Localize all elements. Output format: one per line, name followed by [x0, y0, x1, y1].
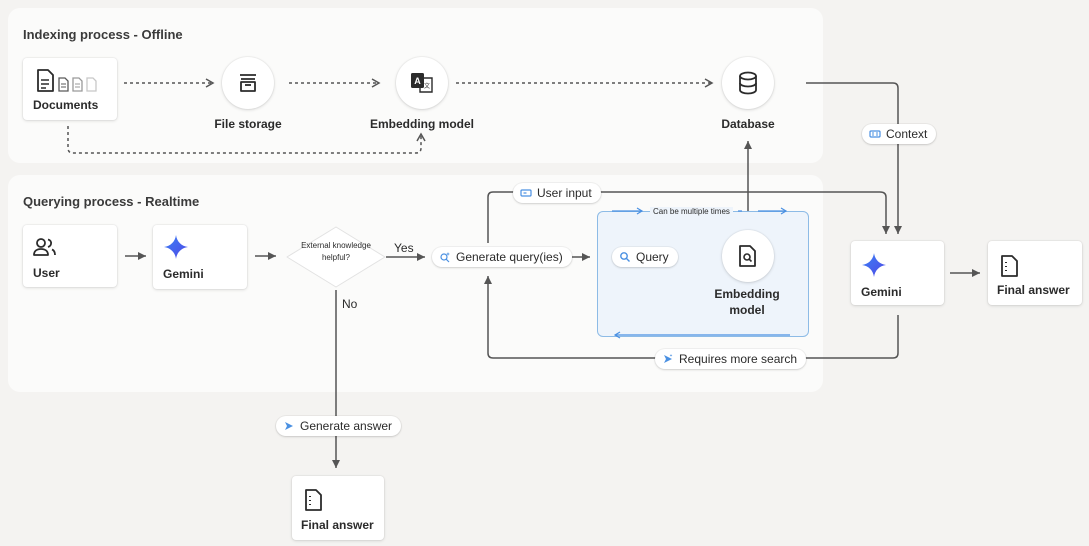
document-search-icon — [739, 245, 756, 267]
send-icon — [285, 422, 293, 430]
gemini-sparkle-icon — [164, 235, 188, 259]
embedding-model-node: A 文 — [396, 57, 448, 109]
database-label: Database — [721, 117, 775, 131]
indexing-title: Indexing process - Offline — [23, 27, 183, 42]
final-answer-icon — [1001, 255, 1018, 277]
svg-text:文: 文 — [424, 82, 430, 90]
file-storage-node — [222, 57, 274, 109]
query-label: Query — [636, 250, 669, 264]
generate-queries-label: Generate query(ies) — [456, 250, 563, 264]
final-answer-bottom-card: Final answer — [292, 476, 384, 540]
query-sparkle-icon — [440, 252, 450, 263]
generate-answer-pill: Generate answer — [276, 416, 402, 436]
decision-diamond — [286, 226, 386, 288]
embedding-model-loop-label-line1: Embedding — [714, 287, 780, 301]
context-label: Context — [886, 127, 928, 141]
user-label: User — [33, 266, 60, 280]
final-answer-right-label: Final answer — [997, 283, 1070, 297]
gemini-right-label: Gemini — [861, 285, 902, 299]
file-storage-label: File storage — [214, 117, 282, 131]
documents-label: Documents — [33, 98, 99, 112]
user-input-icon — [520, 189, 532, 197]
storage-box-icon — [240, 74, 256, 92]
multi-search-loop-box — [597, 211, 809, 337]
gemini-card: Gemini — [153, 225, 247, 289]
svg-text:A: A — [414, 76, 421, 86]
generate-queries-pill: Generate query(ies) — [432, 247, 572, 267]
documents-card: Documents — [23, 58, 117, 120]
search-icon — [620, 252, 630, 262]
decision-text: External knowledge helpful? — [301, 241, 371, 262]
embedding-model-label: Embedding model — [369, 117, 475, 131]
gemini-sparkle-icon — [862, 253, 886, 277]
document-icon — [37, 69, 97, 92]
users-icon — [33, 238, 56, 256]
context-icon — [869, 130, 881, 138]
no-label: No — [342, 297, 358, 311]
query-pill: Query — [612, 247, 678, 267]
database-node — [722, 57, 774, 109]
gemini-label: Gemini — [163, 267, 204, 281]
generate-answer-label: Generate answer — [300, 419, 393, 433]
user-input-pill: User input — [513, 183, 601, 203]
translate-icon: A 文 — [411, 73, 433, 93]
loop-label: Can be multiple times — [650, 207, 733, 216]
database-icon — [739, 71, 757, 95]
yes-label: Yes — [394, 241, 414, 255]
user-card: User — [23, 225, 117, 287]
send-icon — [664, 354, 673, 363]
querying-title: Querying process - Realtime — [23, 194, 200, 209]
embedding-model-loop-label-line2: model — [729, 303, 765, 317]
gemini-right-card: Gemini — [851, 241, 944, 305]
final-answer-bottom-label: Final answer — [301, 518, 374, 532]
user-input-label: User input — [537, 186, 592, 200]
embedding-model-loop-node — [722, 230, 774, 282]
final-answer-right-card: Final answer — [988, 241, 1082, 305]
context-pill: Context — [862, 124, 937, 144]
final-answer-icon — [305, 489, 322, 511]
requires-more-search-pill: Requires more search — [655, 349, 807, 369]
requires-more-search-label: Requires more search — [679, 352, 798, 366]
